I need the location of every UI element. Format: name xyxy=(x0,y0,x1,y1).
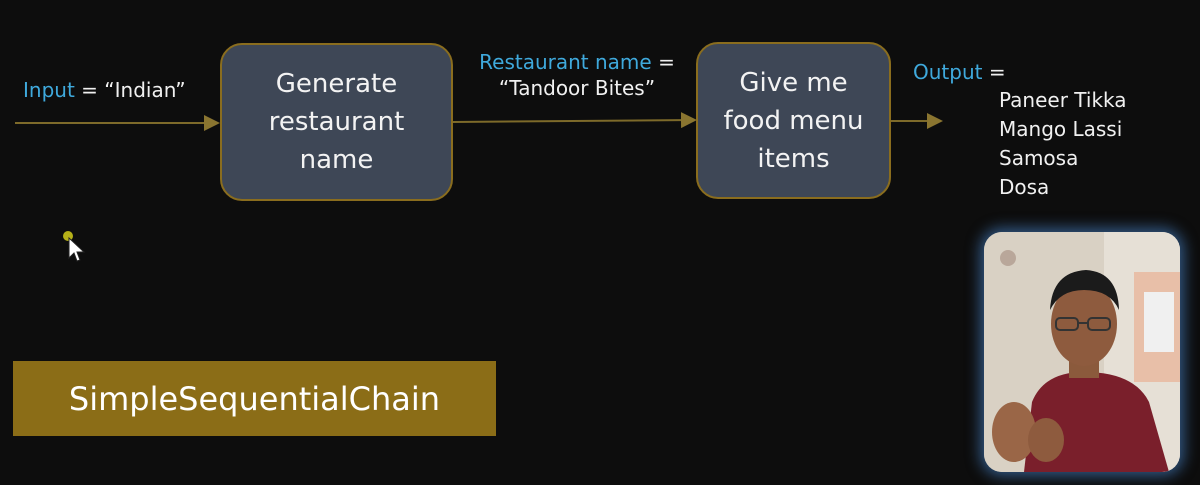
output-equals: = xyxy=(982,60,1006,84)
restaurant-name-value: “Tandoor Bites” xyxy=(498,76,656,100)
output-keyword: Output xyxy=(913,60,983,84)
arrow-box1-to-box2 xyxy=(452,112,697,129)
input-equals: = xyxy=(74,78,105,102)
simple-sequential-chain-banner: SimpleSequentialChain xyxy=(13,361,496,436)
box1-line3: name xyxy=(299,145,374,175)
generate-restaurant-name-box: Generate restaurant name xyxy=(220,43,453,201)
presenter-webcam xyxy=(984,232,1180,472)
output-item: Dosa xyxy=(999,175,1050,199)
output-item: Paneer Tikka xyxy=(999,88,1127,112)
box1-line1: Generate xyxy=(275,69,398,99)
input-label: Input = “Indian” xyxy=(23,78,186,102)
food-menu-items-box: Give me food menu items xyxy=(696,42,891,199)
box2-line1: Give me xyxy=(739,67,848,98)
input-keyword: Input xyxy=(23,78,75,102)
output-label: Output = xyxy=(913,60,1006,84)
box1-line2: restaurant xyxy=(268,107,405,137)
presenter-illustration xyxy=(984,232,1180,472)
restaurant-name-keyword: Restaurant name xyxy=(479,50,652,74)
output-item: Mango Lassi xyxy=(999,117,1123,141)
box2-line3: items xyxy=(757,143,830,174)
box2-line2: food menu xyxy=(723,105,864,136)
input-value: “Indian” xyxy=(104,78,186,102)
output-items-list: Paneer Tikka Mango Lassi Samosa Dosa xyxy=(999,86,1127,202)
restaurant-name-label: Restaurant name = “Tandoor Bites” xyxy=(478,50,676,100)
output-item: Samosa xyxy=(999,146,1079,170)
mouse-cursor-icon xyxy=(63,231,86,262)
restaurant-name-equals: = xyxy=(651,50,675,74)
banner-label: SimpleSequentialChain xyxy=(68,379,441,418)
